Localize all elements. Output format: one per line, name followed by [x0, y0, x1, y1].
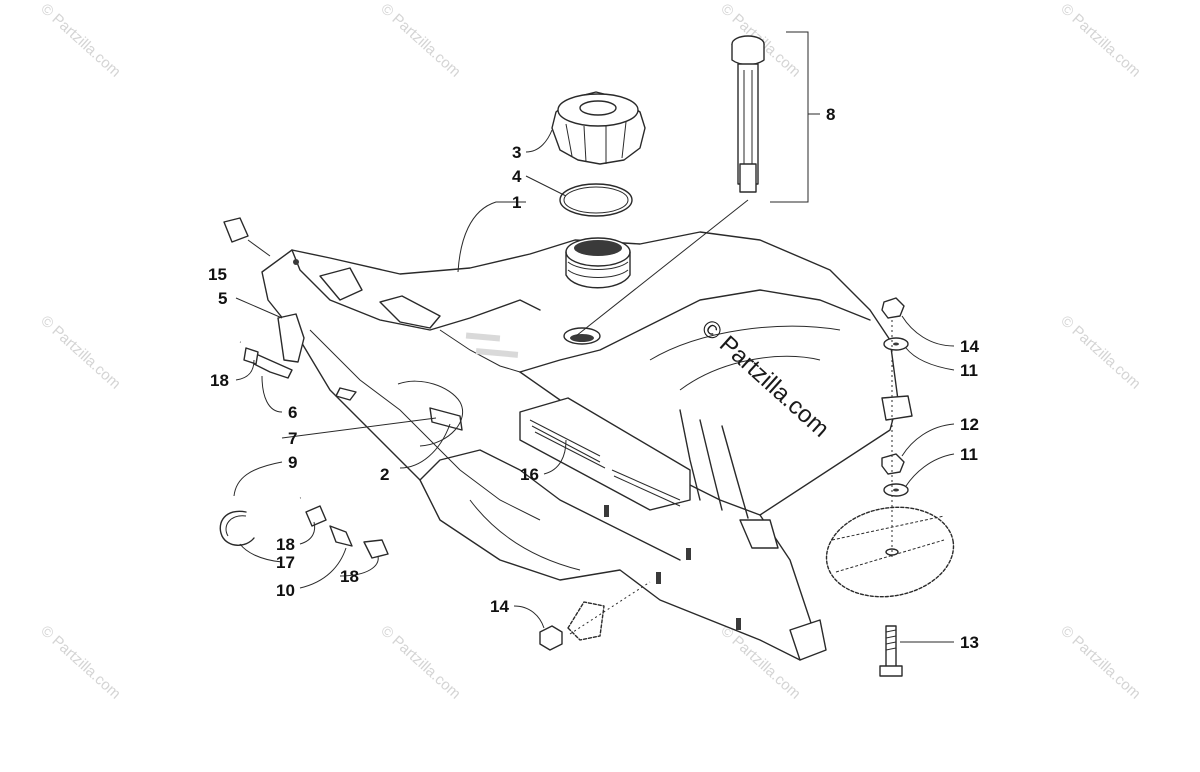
filler-gasket — [559, 183, 633, 217]
watermark: © Partzilla.com — [37, 312, 123, 392]
mounting-bolt — [879, 625, 903, 677]
fuel-fitting — [243, 347, 293, 379]
callout-labels: 1 2 3 4 5 6 7 8 9 10 11 11 12 13 14 14 1… — [208, 105, 979, 652]
callout-13: 13 — [960, 633, 979, 652]
callout-6: 6 — [288, 403, 297, 422]
inline-fuel-filter — [305, 505, 389, 559]
callout-16: 16 — [520, 465, 539, 484]
rubber-pad — [825, 506, 955, 598]
watermark: © Partzilla.com — [377, 0, 463, 80]
fuel-level-sender — [575, 31, 820, 337]
callout-4: 4 — [512, 167, 522, 186]
callout-17: 17 — [276, 553, 295, 572]
callout-7: 7 — [288, 429, 297, 448]
leader-lines — [233, 129, 955, 643]
callout-11-upper: 11 — [960, 361, 978, 380]
callout-3: 3 — [512, 143, 521, 162]
callout-18-lower: 18 — [340, 567, 359, 586]
callout-8: 8 — [826, 105, 835, 124]
callout-2: 2 — [380, 465, 389, 484]
watermark: © Partzilla.com — [37, 0, 123, 80]
spring-clip — [219, 510, 255, 546]
lower-mount-hardware — [539, 581, 651, 651]
mounting-clip — [223, 217, 271, 257]
gas-cap — [551, 91, 646, 165]
fuel-tank — [261, 231, 899, 661]
watermark: © Partzilla.com — [1057, 0, 1143, 80]
callout-15: 15 — [208, 265, 227, 284]
right-mount-hardware — [881, 297, 913, 560]
callout-1: 1 — [512, 193, 521, 212]
watermark: © Partzilla.com — [377, 622, 463, 702]
callout-12: 12 — [960, 415, 979, 434]
warning-label — [519, 397, 691, 511]
callout-10: 10 — [276, 581, 295, 600]
callout-18-middle: 18 — [276, 535, 295, 554]
watermark: © Partzilla.com — [1057, 312, 1143, 392]
callout-9: 9 — [288, 453, 297, 472]
watermark: © Partzilla.com — [37, 622, 123, 702]
hose-clamp-bracket — [277, 313, 305, 363]
callout-14-upper: 14 — [960, 337, 979, 356]
fuel-hose — [152, 331, 302, 504]
callout-5: 5 — [218, 289, 227, 308]
watermark: © Partzilla.com — [1057, 622, 1143, 702]
callout-11-lower: 11 — [960, 445, 978, 464]
callout-14-lower: 14 — [490, 597, 509, 616]
callout-18-upper: 18 — [210, 371, 229, 390]
